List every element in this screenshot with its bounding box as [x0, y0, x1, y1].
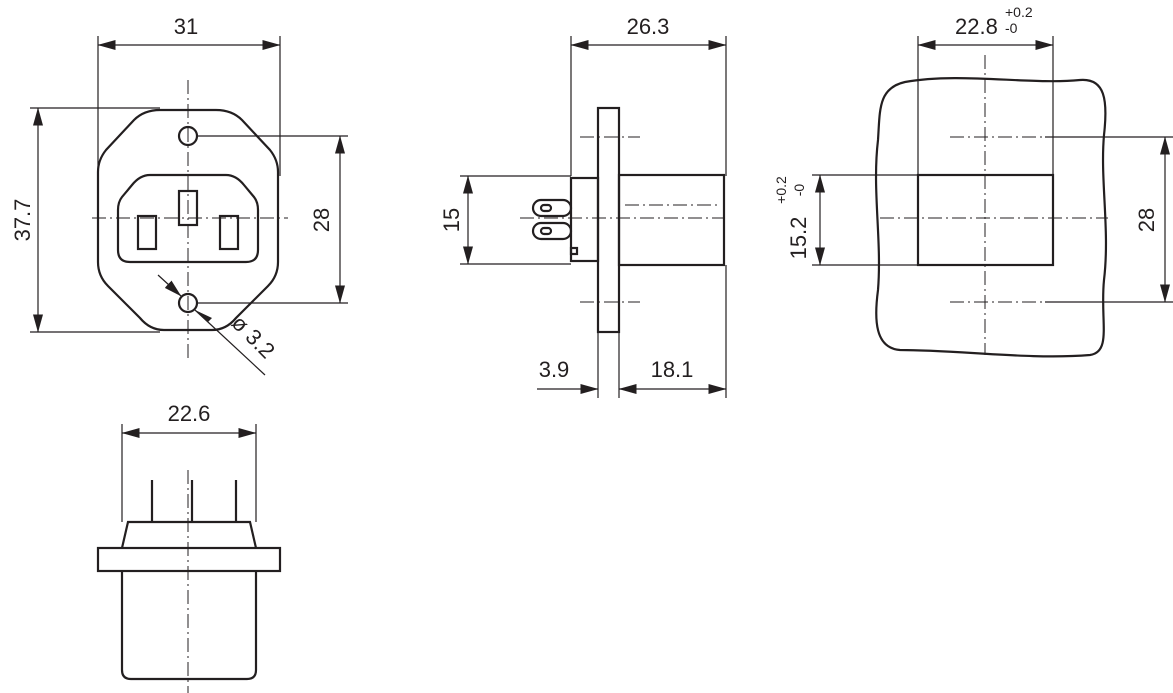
solder-tab-lower	[531, 221, 573, 241]
top-body	[120, 571, 258, 681]
cutout-hole-spacing-dimension: 28	[1134, 208, 1159, 232]
width-dimension: 31	[174, 14, 198, 39]
mount-hole-top	[177, 125, 199, 147]
pin-height-dimension: 15	[439, 208, 464, 232]
inlet-opening	[116, 173, 260, 264]
side-view: 26.3 15 3.9 18.1	[439, 14, 727, 398]
pin-left	[136, 214, 158, 251]
flange-thickness-dimension: 3.9	[539, 357, 570, 382]
socket-body	[617, 173, 726, 267]
hole-spacing-dimension: 28	[309, 208, 334, 232]
top-view: 22.6	[96, 401, 282, 693]
body-depth-dimension: 18.1	[651, 357, 694, 382]
cutout-width-dimension: 22.8	[955, 14, 998, 39]
mount-hole-bottom	[177, 292, 199, 314]
cutout-width-tol-lower: -0	[1005, 20, 1018, 36]
flange	[596, 106, 621, 334]
rear-housing	[569, 176, 600, 263]
solder-tab-upper	[531, 198, 573, 218]
cutout-height-dimension: 15.2	[786, 217, 811, 260]
pin-right	[218, 214, 240, 251]
socket-outline	[96, 108, 280, 332]
depth-dimension: 26.3	[627, 14, 670, 39]
height-dimension: 37.7	[10, 199, 35, 242]
top-flange	[96, 546, 282, 573]
cutout-height-tol-lower: -0	[791, 184, 807, 197]
cutout-width-tol-upper: +0.2	[1005, 4, 1033, 20]
panel-cutout-view: 22.8 +0.2 -0 15.2 +0.2 -0 28	[773, 4, 1173, 358]
cutout-height-tol-upper: +0.2	[773, 176, 789, 204]
top-width-dimension: 22.6	[168, 401, 211, 426]
panel-outline	[874, 77, 1108, 358]
front-view: 31 37.7 28 ø 3.2	[10, 14, 348, 376]
